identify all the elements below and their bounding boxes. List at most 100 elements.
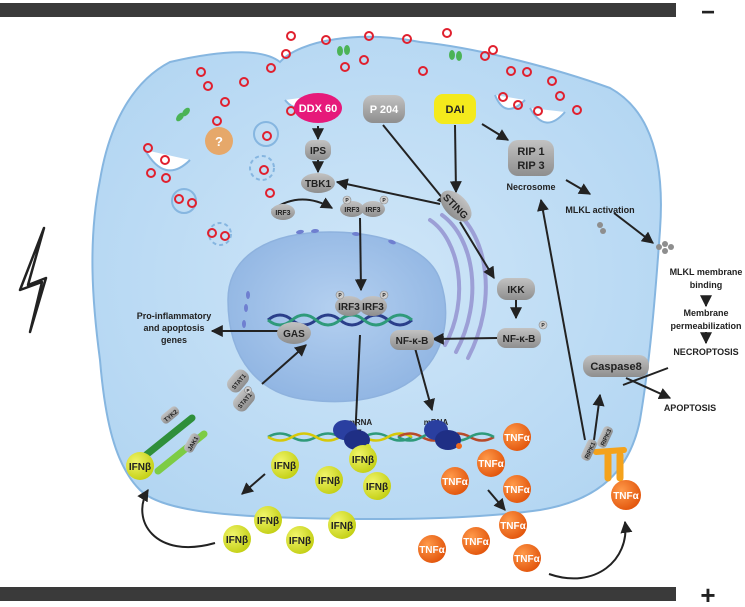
phospho-label: P [382,198,386,204]
ifnb-label: IFNβ [289,536,311,547]
ifnb-molecule: IFNβ [363,472,391,500]
tnfa-label: TNFα [419,545,445,556]
stat1-dimer: STAT1 STAT1 P [227,369,255,412]
tnfa-molecule: TNFα [418,535,446,563]
tnfa-molecule-bound: TNFα [611,480,641,510]
ddx60-label: DDX 60 [299,103,338,115]
phospho-label: P [382,293,386,299]
necroptosis-label: NECROPTOSIS [673,347,738,357]
dai-label: DAI [446,104,465,116]
genes-label-line3: genes [161,335,187,345]
bottom-bar-sign: + [700,580,715,607]
tnfa-label: TNFα [463,537,489,548]
mrna-ifnb: mRNA [267,418,413,450]
tnfa-label: TNFα [514,554,540,565]
ifnb-molecule: IFNβ [315,466,343,494]
membrane-channels [176,45,462,122]
ifnb-label: IFNβ [226,535,248,546]
tnfa-molecule: TNFα [503,475,531,503]
ifnb-molecule: IFNβ [328,511,356,539]
unknown-sensor: ? [205,127,233,155]
tnfa-molecule: TNFα [441,467,469,495]
permeabilization-label-line2: permeabilization [670,321,741,331]
irf3-label: IRF3 [275,210,290,217]
tnfa-molecule: TNFα [462,527,490,555]
tnfa-molecule: TNFα [477,449,505,477]
phospho-label: P [246,388,249,393]
nfkb-label: NF-κ-B [396,336,429,347]
nfkb-nuclear: NF-κ-B [390,330,434,350]
nfkb-label: NF-κ-B [503,334,536,345]
p204-sensor: P 204 [363,95,405,123]
ifnb-molecule-bound: IFNβ [126,452,154,480]
irf3-dimer: IRF3 IRF3 P P [340,195,389,217]
irf3-label: IRF3 [338,302,360,313]
nuclear-pores [242,228,396,328]
gas-label: GAS [283,329,305,340]
ikk-protein: IKK [497,278,535,300]
endocytic-pit [144,149,191,172]
top-bar-sign: − [701,0,715,26]
ifnb-label: IFNβ [352,455,374,466]
mlkl-activation-label: MLKL activation [565,205,634,215]
unknown-sensor-label: ? [215,134,223,149]
tnfa-label: TNFα [504,433,530,444]
tnfa-molecule: TNFα [503,423,531,451]
apoptosis-label: APOPTOSIS [664,403,716,413]
necrosome-label: Necrosome [506,182,555,192]
phospho-label: P [345,198,349,204]
top-bar [0,3,676,17]
rip3-label: RIP 3 [517,160,544,172]
necrosome-complex: RIP 1 RIP 3 Necrosome [506,140,556,192]
dna-helix [267,313,413,327]
tnfa-label: TNFα [500,521,526,532]
tnfa-molecule: TNFα [499,511,527,539]
ddx60-sensor: DDX 60 [294,93,342,123]
ifnb-molecule: IFNβ [254,506,282,534]
irf3-label: IRF3 [344,207,359,214]
bottom-bar [0,587,676,601]
rip1-label: RIP 1 [517,146,544,158]
tnfa-molecule: TNFα [513,544,541,572]
ifnb-molecule: IFNβ [271,451,299,479]
ifnb-molecule: IFNβ [286,526,314,554]
mlkl-binding-label-line1: MLKL membrane [670,267,743,277]
ifnb-label: IFNβ [274,461,296,472]
phospho-label: P [541,323,545,329]
endocytic-pit [529,107,566,124]
tbk1-label: TBK1 [305,179,332,190]
ips-label: IPS [310,146,326,157]
permeabilization-label-line1: Membrane [683,308,728,318]
ifnb-molecule: IFNβ [349,445,377,473]
tnfa-label: TNFα [442,477,468,488]
mlkl-oligomer [597,222,674,254]
tnfa-label: TNFα [504,485,530,496]
mrna-label: mRNA [348,418,373,427]
irf3-label: IRF3 [365,207,380,214]
tnfa-label: TNFα [478,459,504,470]
ifnb-label: IFNβ [331,521,353,532]
caspase8-label: Caspase8 [590,361,641,373]
tbk1-protein: TBK1 [301,173,335,193]
genes-label-line2: and apoptosis [143,323,204,333]
p204-label: P 204 [370,104,399,116]
nfkb-cytoplasmic: NF-κ-B P [497,320,548,348]
endosome [249,155,275,181]
ikk-label: IKK [507,285,525,296]
genes-label-line1: Pro-inflammatory [137,311,212,321]
gas-element: GAS [277,322,311,344]
ifnb-label: IFNβ [257,516,279,527]
dai-sensor: DAI [434,94,476,124]
endosome [253,121,279,147]
mlkl-binding-label-line2: binding [690,280,723,290]
tnfa-label: TNFα [613,491,639,502]
caspase8-protein: Caspase8 [583,355,649,377]
lightning-icon [18,226,48,334]
endosome [208,222,232,246]
irf3-label: IRF3 [362,302,384,313]
ifnb-label: IFNβ [366,482,388,493]
irf3-dimer-nuclear: IRF3 IRF3 P P [335,290,389,316]
ips-protein: IPS [305,140,331,160]
